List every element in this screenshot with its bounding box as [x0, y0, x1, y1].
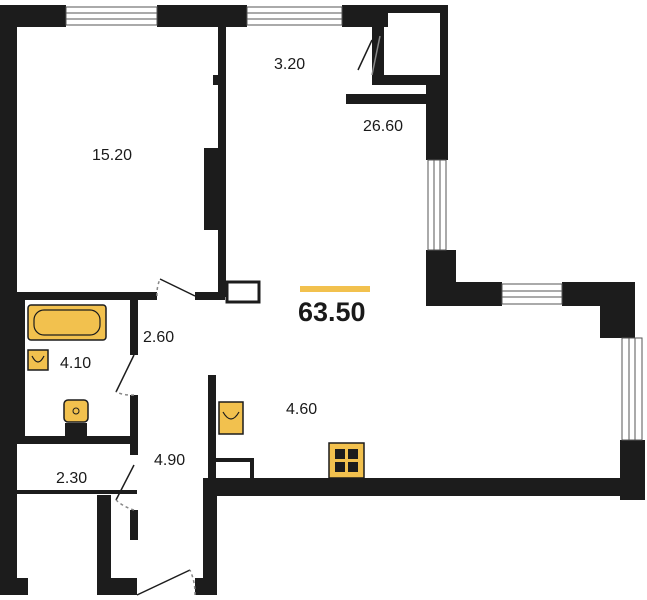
windows: [65, 6, 643, 441]
room-area-kitchen: 4.60: [286, 401, 318, 418]
doors: [115, 35, 381, 596]
window-kitchen: [621, 337, 643, 441]
room-area-bedroom: 15.20: [92, 147, 133, 164]
door-storage: [115, 464, 135, 501]
door-balcony: [357, 39, 373, 71]
room-area-hall: 4.90: [154, 452, 186, 469]
window-living: [246, 6, 343, 26]
door-bedroom: [159, 278, 196, 297]
door-bathroom: [115, 354, 135, 393]
total-area-accent: [300, 286, 370, 292]
bathtub-icon: [27, 304, 107, 341]
toilet-icon: [63, 399, 89, 436]
stove-icon: [328, 442, 365, 479]
room-area-balcony: 3.20: [274, 56, 306, 73]
door-entrance: [136, 569, 191, 596]
window-bedroom: [65, 6, 158, 26]
room-area-living: 26.60: [363, 118, 404, 135]
room-area-bathroom: 4.10: [60, 355, 92, 372]
sink-icon: [27, 349, 49, 371]
room-area-corridor: 2.60: [143, 329, 175, 346]
total-area: 63.50: [298, 297, 366, 327]
walls: [0, 5, 645, 595]
window-living-right: [501, 283, 563, 305]
sink-icon: [218, 401, 244, 435]
window-living-side: [427, 159, 447, 251]
room-area-storage: 2.30: [56, 470, 88, 487]
